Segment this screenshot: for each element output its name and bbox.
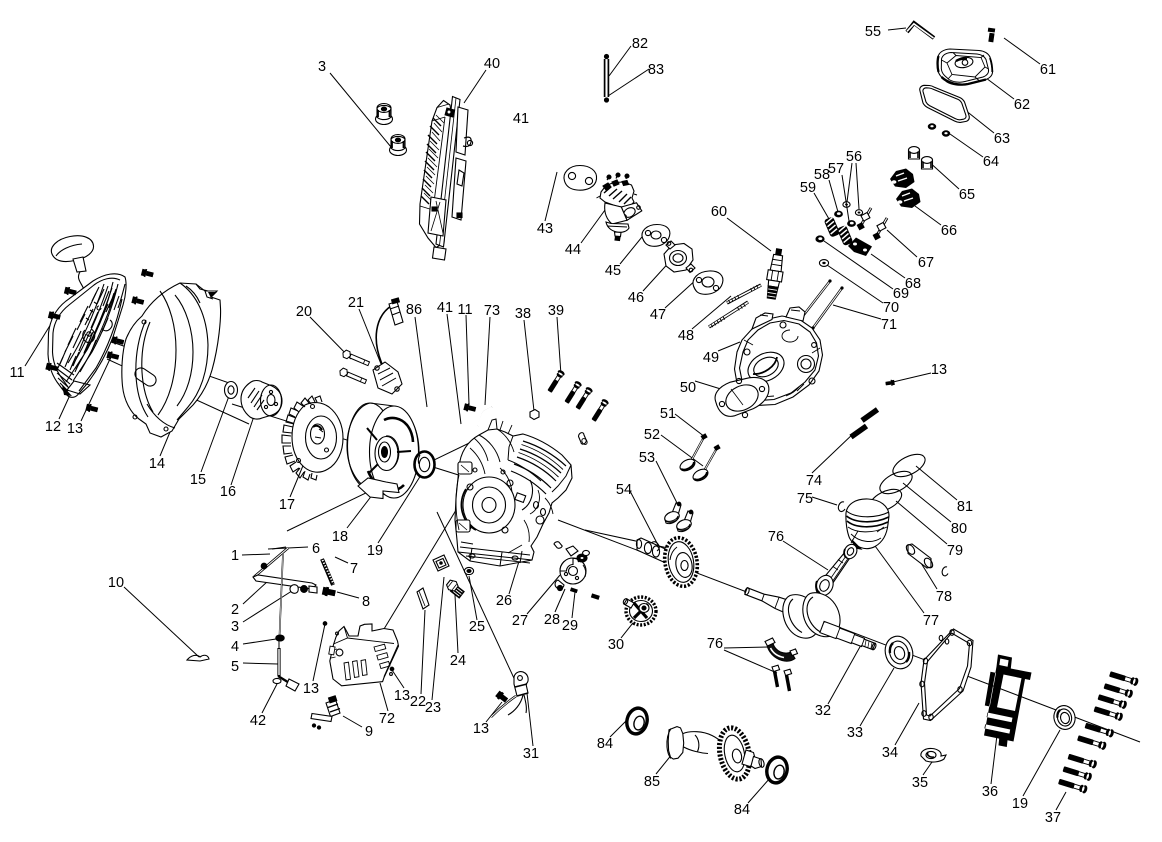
svg-text:6: 6	[312, 541, 320, 557]
svg-text:57: 57	[828, 161, 844, 177]
svg-text:23: 23	[425, 700, 441, 716]
svg-text:31: 31	[523, 746, 539, 762]
svg-text:50: 50	[680, 380, 696, 396]
svg-text:24: 24	[450, 653, 466, 669]
svg-text:70: 70	[883, 300, 899, 316]
svg-text:7: 7	[350, 561, 358, 577]
svg-text:11: 11	[457, 302, 472, 318]
svg-text:22: 22	[410, 694, 426, 710]
svg-text:26: 26	[496, 593, 512, 609]
svg-text:35: 35	[912, 775, 928, 791]
svg-text:45: 45	[605, 263, 621, 279]
svg-text:74: 74	[806, 473, 822, 489]
svg-text:4: 4	[231, 639, 239, 655]
svg-text:27: 27	[512, 613, 528, 629]
svg-text:14: 14	[149, 456, 165, 472]
svg-text:13: 13	[931, 362, 947, 378]
svg-text:41: 41	[513, 111, 529, 127]
svg-text:64: 64	[983, 154, 999, 170]
svg-text:53: 53	[639, 450, 655, 466]
svg-text:41: 41	[437, 300, 453, 316]
svg-text:76: 76	[707, 636, 723, 652]
svg-text:1: 1	[231, 548, 239, 564]
svg-text:72: 72	[379, 711, 395, 727]
svg-text:9: 9	[365, 724, 373, 740]
svg-text:58: 58	[814, 167, 830, 183]
svg-text:76: 76	[768, 529, 784, 545]
svg-text:47: 47	[650, 307, 666, 323]
svg-text:61: 61	[1040, 62, 1056, 78]
svg-text:3: 3	[318, 59, 326, 75]
svg-text:42: 42	[250, 713, 266, 729]
svg-text:28: 28	[544, 612, 560, 628]
svg-text:54: 54	[616, 482, 632, 498]
svg-text:30: 30	[608, 637, 624, 653]
svg-text:32: 32	[815, 703, 831, 719]
svg-text:49: 49	[703, 350, 719, 366]
svg-text:84: 84	[734, 802, 750, 818]
svg-text:85: 85	[644, 774, 660, 790]
svg-text:48: 48	[678, 328, 694, 344]
svg-text:55: 55	[865, 24, 881, 40]
svg-text:36: 36	[982, 784, 998, 800]
svg-text:15: 15	[190, 472, 206, 488]
svg-text:75: 75	[797, 491, 813, 507]
svg-text:86: 86	[406, 302, 422, 318]
svg-text:2: 2	[231, 602, 239, 618]
svg-text:20: 20	[296, 304, 312, 320]
svg-text:79: 79	[947, 543, 963, 559]
svg-text:60: 60	[711, 204, 727, 220]
svg-text:84: 84	[597, 736, 613, 752]
svg-text:3: 3	[231, 619, 239, 635]
svg-text:51: 51	[660, 406, 676, 422]
svg-text:56: 56	[846, 149, 862, 165]
svg-text:65: 65	[959, 187, 975, 203]
svg-text:73: 73	[484, 303, 500, 319]
svg-text:13: 13	[67, 421, 83, 437]
svg-text:18: 18	[332, 529, 348, 545]
svg-text:80: 80	[951, 521, 967, 537]
svg-text:78: 78	[936, 589, 952, 605]
svg-text:33: 33	[847, 725, 863, 741]
svg-text:21: 21	[348, 295, 364, 311]
svg-text:37: 37	[1045, 810, 1061, 826]
svg-text:10: 10	[108, 575, 124, 591]
svg-text:63: 63	[994, 131, 1010, 147]
svg-text:44: 44	[565, 242, 581, 258]
svg-text:40: 40	[484, 56, 500, 72]
svg-text:46: 46	[628, 290, 644, 306]
svg-text:34: 34	[882, 745, 898, 761]
svg-text:62: 62	[1014, 97, 1030, 113]
svg-text:68: 68	[905, 276, 921, 292]
svg-text:38: 38	[515, 306, 531, 322]
svg-text:59: 59	[800, 180, 816, 196]
svg-text:71: 71	[881, 317, 897, 333]
svg-text:17: 17	[279, 497, 295, 513]
svg-text:69: 69	[893, 286, 909, 302]
svg-text:8: 8	[362, 594, 370, 610]
svg-text:29: 29	[562, 618, 578, 634]
svg-text:13: 13	[303, 681, 319, 697]
svg-text:83: 83	[648, 62, 664, 78]
svg-text:16: 16	[220, 484, 236, 500]
svg-text:43: 43	[537, 221, 553, 237]
svg-text:67: 67	[918, 255, 934, 271]
svg-text:25: 25	[469, 619, 485, 635]
svg-text:82: 82	[632, 36, 648, 52]
svg-text:39: 39	[548, 303, 564, 319]
svg-text:52: 52	[644, 427, 660, 443]
svg-text:5: 5	[231, 659, 239, 675]
svg-text:11: 11	[9, 365, 24, 381]
svg-text:77: 77	[923, 613, 939, 629]
svg-text:81: 81	[957, 499, 973, 515]
svg-text:12: 12	[45, 419, 61, 435]
svg-text:13: 13	[394, 688, 410, 704]
svg-text:66: 66	[941, 223, 957, 239]
svg-text:19: 19	[367, 543, 383, 559]
svg-text:13: 13	[473, 721, 489, 737]
svg-text:19: 19	[1012, 796, 1028, 812]
